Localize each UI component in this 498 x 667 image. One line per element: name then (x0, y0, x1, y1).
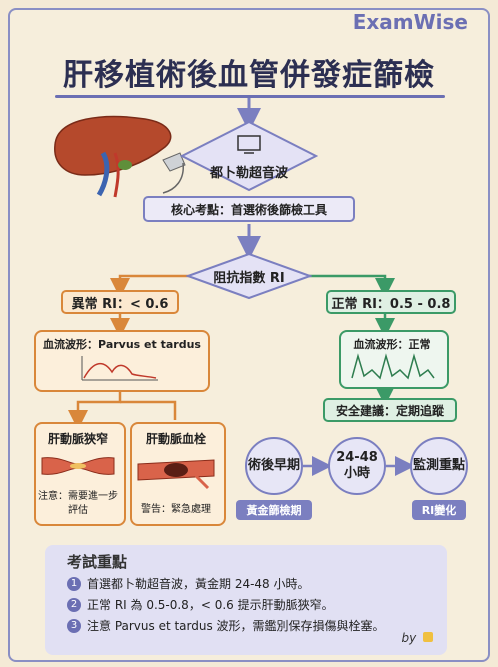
by-signature: by (401, 631, 433, 645)
title-underline (55, 95, 445, 98)
thrombosis-note: 警告：緊急處理 (141, 504, 211, 515)
exam-points-panel: 考試重點 1 首選都卜勒超音波，黃金期 24-48 小時。 2 正常 RI 為 0.… (45, 545, 447, 655)
monitor-icon (237, 135, 261, 151)
key-point-box: 核心考點：首選術後篩檢工具 (143, 196, 355, 222)
number-badge-1: 1 (67, 576, 81, 591)
exam-item: 1 首選都卜勒超音波，黃金期 24-48 小時。 (67, 575, 310, 592)
normal-waveform (351, 353, 435, 380)
ri-label: 阻抗指數 RI (213, 270, 285, 286)
page-title: 肝移植術後血管併發症篩檢 (63, 58, 435, 93)
thrombosis-vessel (137, 459, 215, 490)
number-badge-2: 2 (67, 597, 81, 612)
abnormal-waveform-panel (34, 330, 210, 392)
stage-monitoring: 監測重點 (410, 437, 468, 495)
abnormal-waveform-label: 血流波形：Parvus et tardus (43, 338, 201, 351)
brand-logo: ExamWise (352, 10, 468, 34)
exam-item-text: 注意 Parvus et tardus 波形，需鑑別保存損傷與栓塞。 (87, 619, 385, 633)
number-badge-3: 3 (67, 618, 81, 633)
exam-title: 考試重點 (67, 553, 128, 571)
stenosis-title: 肝動脈狹窄 (47, 432, 108, 446)
exam-item-text: 正常 RI 為 0.5-0.8，< 0.6 提示肝動脈狹窄。 (87, 598, 334, 612)
stage-24-48h: 24-48 小時 (328, 437, 386, 495)
exam-item-text: 首選都卜勒超音波，黃金期 24-48 小時。 (87, 577, 310, 591)
stenosis-note: 注意：需要進一步評估 (38, 491, 118, 516)
doppler-diamond (180, 120, 318, 192)
safety-advice-box: 安全建議：定期追蹤 (323, 398, 457, 422)
thrombosis-title: 肝動脈血栓 (145, 432, 206, 446)
liver-illustration (54, 115, 186, 198)
stenosis-vessel (41, 457, 115, 475)
golden-screening-tag: 黃金篩檢期 (236, 500, 312, 520)
parvus-tardus-waveform (81, 356, 158, 381)
exam-item: 2 正常 RI 為 0.5-0.8，< 0.6 提示肝動脈狹窄。 (67, 596, 334, 613)
ri-change-tag: RI變化 (412, 500, 466, 520)
stage-early-postop: 術後早期 (245, 437, 303, 495)
doppler-label: 都卜勒超音波 (209, 165, 288, 181)
ri-diamond (186, 252, 312, 300)
normal-waveform-label: 血流波形：正常 (353, 338, 431, 351)
pen-icon (423, 632, 433, 642)
by-label: by (401, 631, 417, 645)
abnormal-ri-box: 異常 RI：< 0.6 (61, 290, 179, 314)
exam-item: 3 注意 Parvus et tardus 波形，需鑑別保存損傷與栓塞。 (67, 617, 385, 634)
normal-ri-box: 正常 RI：0.5 - 0.8 (326, 290, 456, 314)
